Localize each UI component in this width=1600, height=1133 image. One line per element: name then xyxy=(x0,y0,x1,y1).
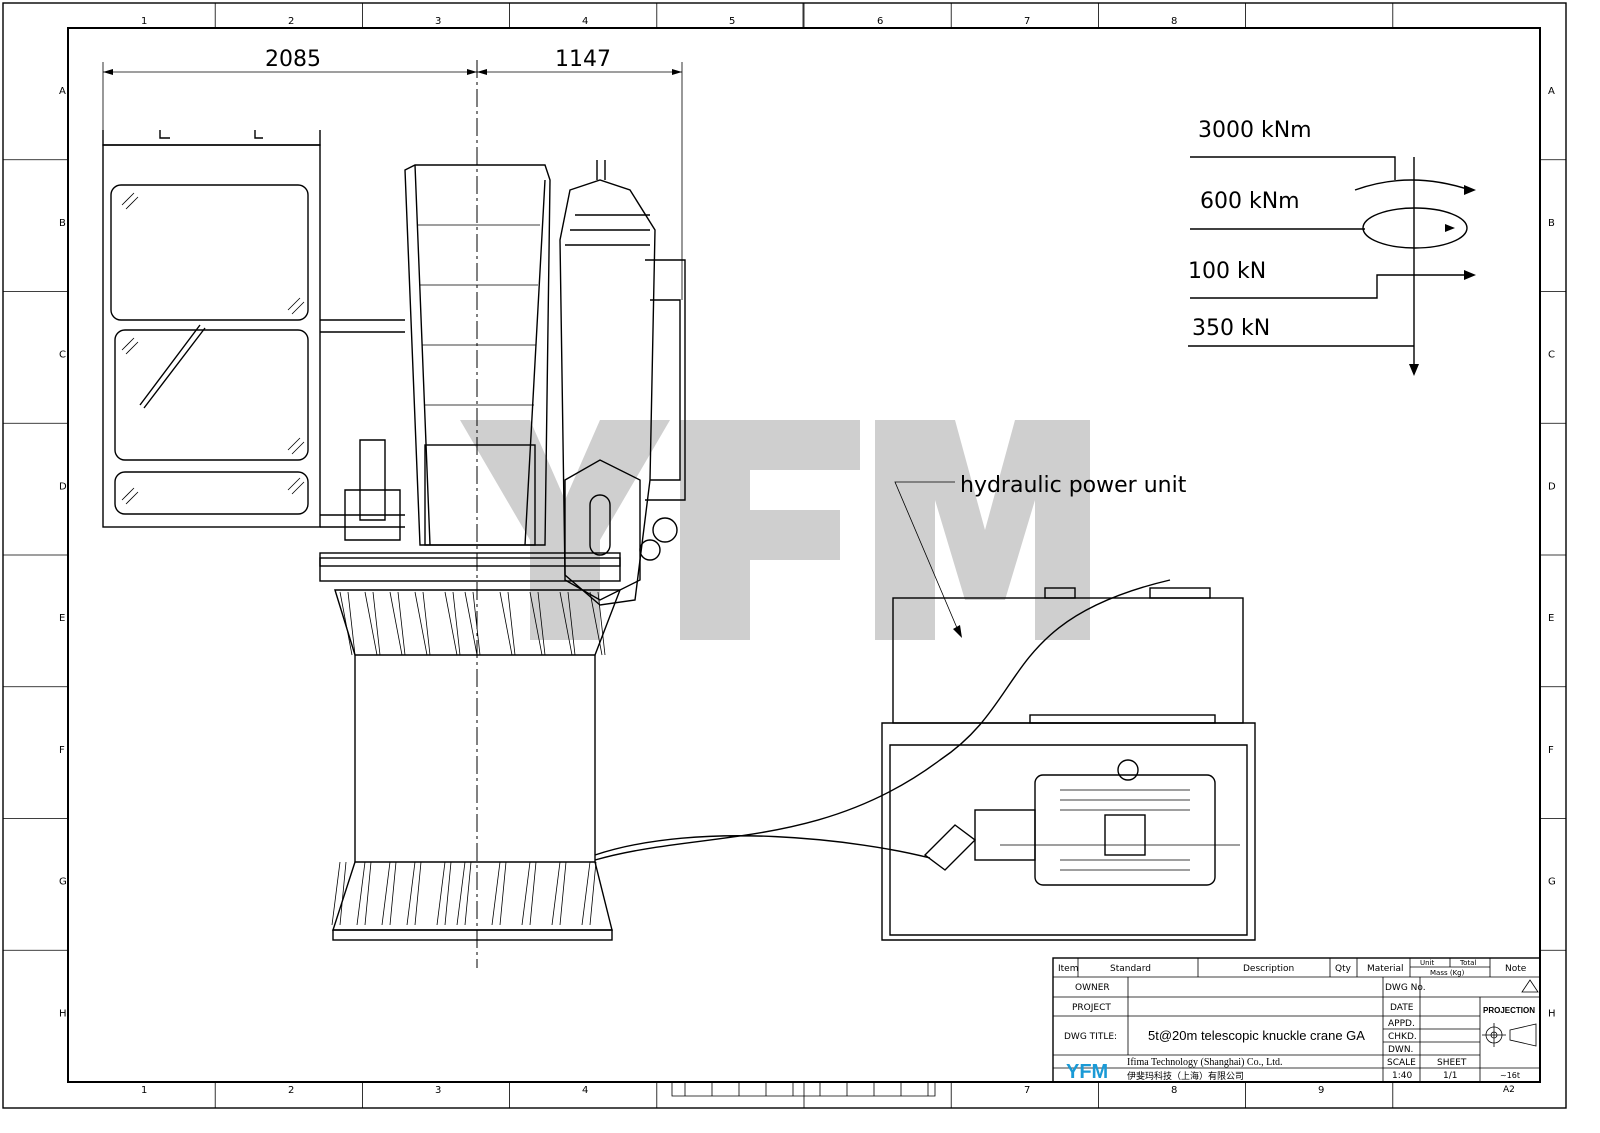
zone-letter-right: D xyxy=(1548,481,1556,492)
zone-letter-right: A xyxy=(1548,86,1555,97)
load-moment-600: 600 kNm xyxy=(1200,189,1300,214)
dwg-title: 5t@20m telescopic knuckle crane GA xyxy=(1148,1028,1365,1043)
zone-letter-right: G xyxy=(1548,877,1556,888)
dimension-1147: 1147 xyxy=(555,47,611,72)
header-item: Item xyxy=(1058,964,1079,974)
zone-letter-right: C xyxy=(1548,350,1555,361)
title-block: Item Standard Description Qty Material U… xyxy=(1052,957,1541,1095)
zone-letter-left: C xyxy=(59,350,66,361)
zone-letter-left: F xyxy=(59,745,65,756)
dimension-2085: 2085 xyxy=(265,47,321,72)
zone-number-top: 2 xyxy=(288,16,294,27)
operator-cabin xyxy=(102,130,405,528)
header-standard: Standard xyxy=(1110,964,1151,974)
scale-value: 1:40 xyxy=(1392,1071,1412,1081)
load-moment-3000: 3000 kNm xyxy=(1198,118,1312,143)
zone-letter-right: F xyxy=(1548,745,1554,756)
watermark xyxy=(460,420,1090,640)
zone-number-top: 3 xyxy=(435,16,441,27)
zone-letter-left: H xyxy=(59,1008,67,1019)
zone-letter-left: A xyxy=(59,86,66,97)
company-name-cn: 伊斐玛科技（上海）有限公司 xyxy=(1127,1070,1244,1082)
company-name-en: Ifima Technology (Shanghai) Co., Ltd. xyxy=(1127,1057,1282,1068)
dwg-title-label: DWG TITLE: xyxy=(1064,1032,1117,1042)
pedestal-ribs xyxy=(331,591,606,926)
zone-number-bottom: 2 xyxy=(288,1085,294,1096)
date-label: DATE xyxy=(1390,1003,1414,1013)
sheet-size: A2 xyxy=(1503,1085,1515,1095)
zone-number-top: 7 xyxy=(1024,16,1030,27)
load-diagram: 3000 kNm 600 kNm 100 kN 350 kN xyxy=(1188,118,1476,376)
zone-number-bottom: 4 xyxy=(582,1085,588,1096)
zone-number-bottom: 3 xyxy=(435,1085,441,1096)
hydraulic-power-unit: hydraulic power unit xyxy=(594,473,1256,941)
zone-number-top: 4 xyxy=(582,16,588,27)
zone-ticks xyxy=(3,3,1566,1108)
header-description: Description xyxy=(1243,964,1294,974)
projection-label: PROJECTION xyxy=(1483,1006,1535,1015)
mass-value: ~16t xyxy=(1500,1071,1520,1080)
sheet-label: SHEET xyxy=(1437,1058,1467,1068)
zone-number-top: 8 xyxy=(1171,16,1177,27)
header-mass: Mass (Kg) xyxy=(1430,969,1465,977)
chkd-label: CHKD. xyxy=(1388,1032,1417,1042)
zone-number-bottom: 1 xyxy=(141,1085,147,1096)
hpu-callout: hydraulic power unit xyxy=(960,473,1187,498)
header-qty: Qty xyxy=(1335,964,1352,974)
bottom-scale-bar xyxy=(671,1082,936,1097)
zone-letter-left: D xyxy=(59,481,67,492)
crane-boom xyxy=(344,160,686,606)
zone-number-top: 1 xyxy=(141,16,147,27)
zone-letter-right: H xyxy=(1548,1008,1556,1019)
header-unit: Unit xyxy=(1420,959,1435,967)
zone-letter-left: E xyxy=(59,613,65,624)
zone-number-bottom: 7 xyxy=(1024,1085,1030,1096)
crane-pedestal xyxy=(319,552,622,941)
owner-label: OWNER xyxy=(1075,983,1110,993)
projection-symbol-icon xyxy=(1482,1023,1537,1047)
revision-triangle-icon xyxy=(1521,979,1539,993)
header-note: Note xyxy=(1505,964,1527,974)
zone-letter-right: B xyxy=(1548,218,1555,229)
header-material: Material xyxy=(1367,964,1404,974)
header-total: Total xyxy=(1459,959,1476,967)
zone-number-bottom: 8 xyxy=(1171,1085,1177,1096)
zone-letter-left: B xyxy=(59,218,66,229)
dwg-no-label: DWG No. xyxy=(1385,983,1426,993)
appd-label: APPD. xyxy=(1388,1019,1415,1029)
zone-letter-right: E xyxy=(1548,613,1554,624)
company-logo: YFM xyxy=(1066,1061,1108,1083)
dwn-label: DWN. xyxy=(1388,1045,1413,1055)
project-label: PROJECT xyxy=(1072,1003,1111,1013)
zone-number-bottom: 9 xyxy=(1318,1085,1324,1096)
dimension-lines: 2085 1147 xyxy=(102,47,683,300)
zone-letter-left: G xyxy=(59,877,67,888)
load-force-100: 100 kN xyxy=(1188,259,1266,284)
sheet-value: 1/1 xyxy=(1443,1071,1457,1081)
load-force-350: 350 kN xyxy=(1192,316,1270,341)
zone-labels: 1 2 3 4 5 6 7 8 1 2 3 4 7 8 9 A A B B C C D D E E F F G G H H xyxy=(59,16,1556,1096)
zone-number-top: 5 xyxy=(729,16,735,27)
zone-number-top: 6 xyxy=(877,16,883,27)
outer-border xyxy=(2,2,1567,1109)
scale-label: SCALE xyxy=(1387,1058,1416,1068)
